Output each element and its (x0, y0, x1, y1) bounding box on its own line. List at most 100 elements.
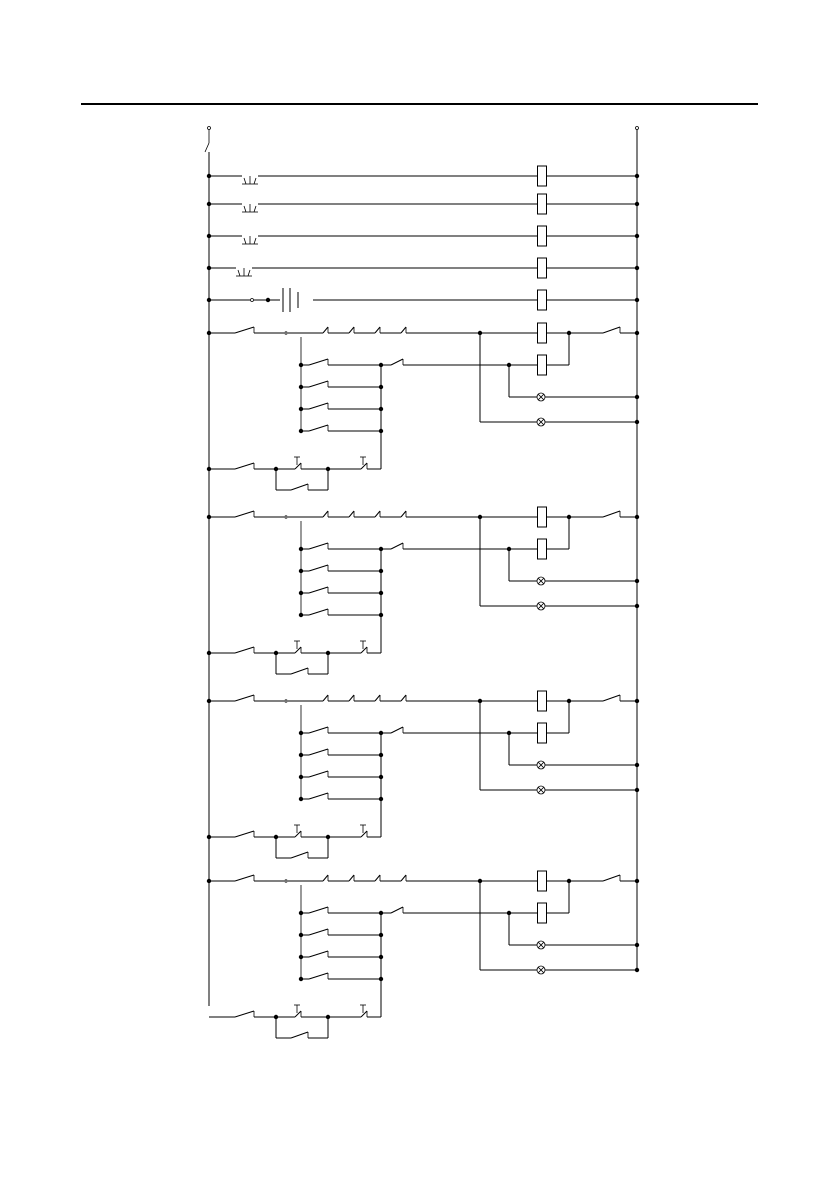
terminal (251, 299, 254, 302)
switch-contact-icon (398, 875, 408, 881)
switch-contact-icon (372, 511, 382, 517)
contact-blade (375, 875, 380, 881)
contact-blade (391, 907, 403, 913)
relay-coil-icon (538, 194, 547, 214)
rail-switch (205, 143, 209, 152)
switch-contact-icon (600, 511, 622, 517)
junction-dot-icon (635, 579, 639, 583)
switch-contact-icon (320, 875, 330, 881)
contact-blade (349, 875, 354, 881)
indicator-lamp-icon (537, 941, 545, 949)
contact-blade (309, 359, 328, 365)
pb-blade (295, 647, 301, 653)
contact-blade (375, 695, 380, 701)
contact-blade (291, 484, 308, 490)
timed-contact-icon (242, 204, 258, 212)
switch-contact-icon (306, 951, 330, 957)
timed-contact-icon (236, 268, 252, 276)
contact-blade (309, 609, 328, 615)
switch-contact-icon (232, 327, 256, 333)
pushbutton-icon (357, 641, 367, 653)
switch-contact-icon (388, 543, 405, 549)
switch-contact-icon (372, 695, 382, 701)
relay-coil-icon (538, 691, 547, 711)
contact-blade (391, 727, 403, 733)
contact-blade (603, 327, 620, 333)
switch-contact-icon (306, 543, 330, 549)
relay-coil-icon (538, 903, 547, 923)
pushbutton-icon (291, 825, 301, 837)
tc-leg (254, 238, 256, 244)
upper-rung (207, 258, 639, 278)
switch-contact-icon (232, 875, 256, 881)
indicator-lamp-icon (537, 786, 545, 794)
pushbutton-icon (357, 825, 367, 837)
switch-contact-icon (232, 647, 256, 653)
switch-contact-icon (288, 1032, 310, 1038)
left-power-rail (205, 127, 211, 1007)
contact-blade (349, 695, 354, 701)
switch-contact-icon (306, 793, 330, 799)
timed-contact-icon (242, 176, 258, 184)
contact-blade (323, 327, 328, 333)
contact-blade (235, 463, 254, 469)
upper-rung (207, 166, 639, 186)
switch-contact-icon (288, 668, 310, 674)
junction-dot-icon (266, 298, 270, 302)
switch-contact-icon (306, 929, 330, 935)
tc-leg (254, 178, 256, 184)
contact-blade (235, 831, 254, 837)
upper-rung (207, 226, 639, 246)
contact-blade (603, 875, 620, 881)
pb-blade (361, 831, 367, 837)
switch-contact-icon (232, 463, 256, 469)
junction-dot-icon (635, 331, 639, 335)
switch-contact-icon (320, 511, 330, 517)
pushbutton-icon (291, 641, 301, 653)
switch-contact-icon (232, 831, 256, 837)
tc-leg (244, 206, 246, 212)
contact-blade (235, 511, 254, 517)
junction-dot-icon (635, 604, 639, 608)
contact-blade (235, 327, 254, 333)
junction-dot-icon (635, 420, 639, 424)
contact-blade (309, 587, 328, 593)
switch-contact-icon (232, 511, 256, 517)
relay-coil-icon (538, 507, 547, 527)
pb-blade (361, 1011, 367, 1017)
pb-blade (295, 463, 301, 469)
contact-blade (309, 951, 328, 957)
switch-contact-icon (346, 875, 356, 881)
contact-blade (401, 327, 406, 333)
switch-contact-icon (388, 907, 405, 913)
indicator-lamp-icon (537, 393, 545, 401)
switch-contact-icon (600, 695, 622, 701)
pushbutton-icon (357, 1005, 367, 1017)
switch-contact-icon (306, 381, 330, 387)
switch-contact-icon (306, 403, 330, 409)
contact-blade (235, 875, 254, 881)
tc-leg (244, 238, 246, 244)
junction-dot-icon (635, 879, 639, 883)
relay-coil-icon (538, 290, 547, 310)
switch-contact-icon (398, 511, 408, 517)
contact-blade (309, 973, 328, 979)
contact-blade (375, 327, 380, 333)
timed-contact-icon (242, 236, 258, 244)
contact-blade (235, 695, 254, 701)
control-group (207, 507, 639, 674)
tc-leg (238, 270, 240, 276)
contact-blade (309, 771, 328, 777)
relay-coil-icon (538, 871, 547, 891)
contact-blade (309, 793, 328, 799)
contact-blade (309, 929, 328, 935)
contact-blade (401, 875, 406, 881)
control-group (207, 691, 639, 858)
switch-contact-icon (306, 771, 330, 777)
terminal (285, 880, 287, 882)
relay-coil-icon (538, 539, 547, 559)
contact-blade (309, 403, 328, 409)
switch-contact-icon (306, 609, 330, 615)
